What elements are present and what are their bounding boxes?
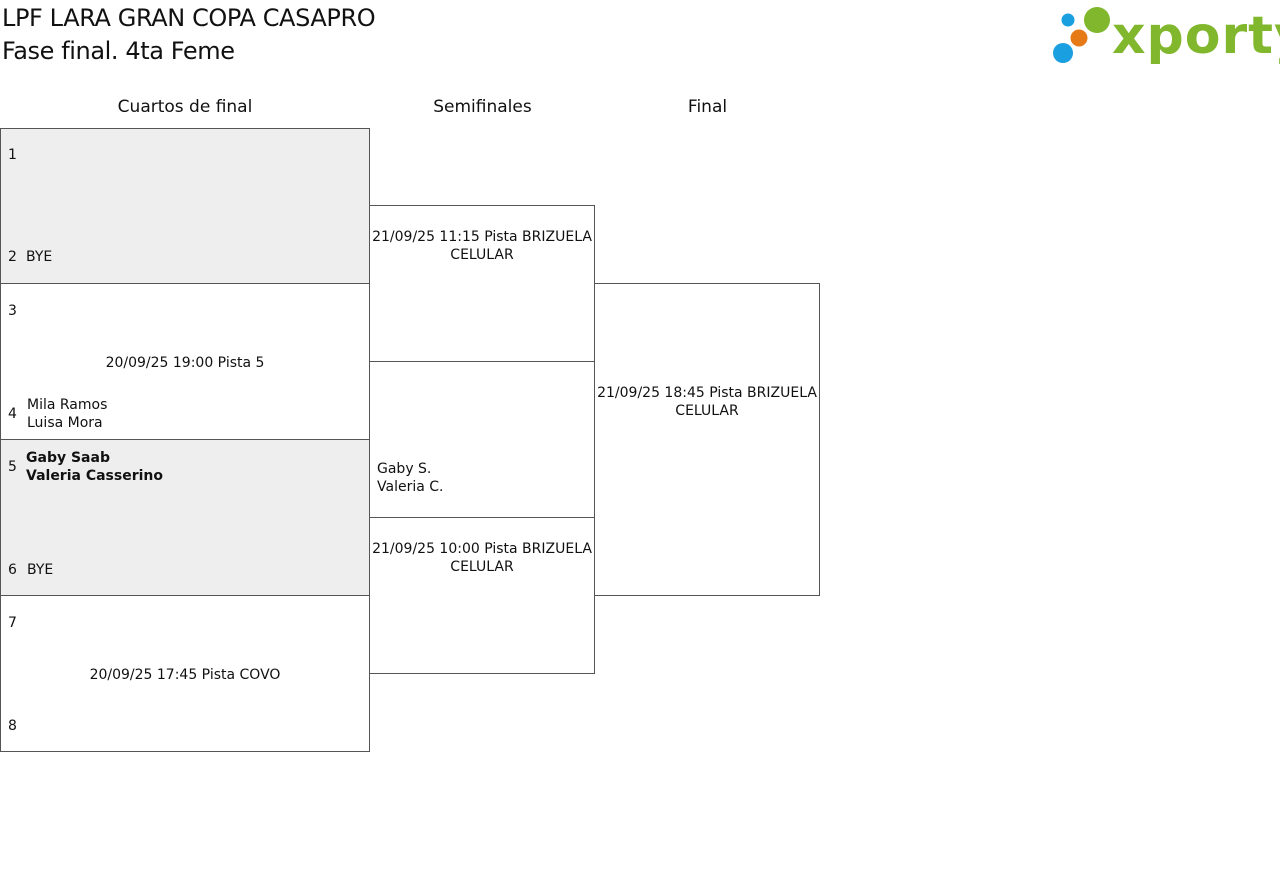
match-court: CELULAR: [675, 403, 739, 419]
round-header-quarterfinals: Cuartos de final: [117, 97, 253, 117]
xporty-logo[interactable]: xporty: [1050, 4, 1280, 68]
logo-dots-icon: [1053, 7, 1110, 63]
logo-dot-blue-small: [1061, 13, 1075, 27]
team-bye: BYE: [27, 562, 54, 578]
seed-number: 7: [8, 615, 17, 631]
seed-number: 2: [8, 249, 17, 265]
match-schedule: 20/09/25 17:45 Pista COVO: [89, 667, 281, 683]
final-match[interactable]: 21/09/25 18:45 Pista BRIZUELA CELULAR: [594, 283, 820, 596]
seed-number: 5: [8, 459, 17, 475]
page-subtitle: Fase final. 4ta Feme: [2, 37, 235, 65]
player-name: Mila Ramos: [27, 397, 108, 413]
match-schedule: 21/09/25 18:45 Pista BRIZUELA: [597, 385, 817, 401]
seed-number: 1: [8, 147, 17, 163]
semifinal-match-1[interactable]: 21/09/25 11:15 Pista BRIZUELA CELULAR: [369, 205, 595, 362]
advanced-player-name: Gaby S.: [377, 461, 432, 477]
match-court: CELULAR: [450, 247, 514, 263]
seed-number: 6: [8, 562, 17, 578]
quarterfinal-match-1[interactable]: 1 2 BYE: [0, 128, 370, 284]
page-title: LPF LARA GRAN COPA CASAPRO: [2, 4, 376, 32]
seed-number: 4: [8, 406, 17, 422]
player-name-winner: Valeria Casserino: [26, 468, 164, 484]
semifinal-match-2[interactable]: 21/09/25 10:00 Pista BRIZUELA CELULAR: [369, 517, 595, 674]
quarterfinal-match-3[interactable]: 5 Gaby Saab Valeria Casserino 6 BYE: [0, 439, 370, 596]
quarterfinal-match-2[interactable]: 3 20/09/25 19:00 Pista 5 4 Mila Ramos Lu…: [0, 283, 370, 440]
match-court: CELULAR: [450, 559, 514, 575]
quarterfinal-match-4[interactable]: 7 20/09/25 17:45 Pista COVO 8: [0, 595, 370, 752]
match-schedule: 21/09/25 10:00 Pista BRIZUELA: [372, 541, 592, 557]
match-schedule: 21/09/25 11:15 Pista BRIZUELA: [372, 229, 592, 245]
advanced-player-name: Valeria C.: [377, 479, 444, 495]
logo-wordmark: xporty: [1112, 6, 1280, 66]
match-schedule: 20/09/25 19:00 Pista 5: [105, 355, 265, 371]
logo-dot-blue-large: [1053, 43, 1073, 63]
round-header-semifinals: Semifinales: [433, 97, 532, 117]
logo-dot-orange: [1070, 29, 1088, 47]
player-name-winner: Gaby Saab: [26, 450, 110, 466]
round-header-final: Final: [687, 97, 728, 117]
player-name: Luisa Mora: [27, 415, 103, 431]
seed-number: 8: [8, 718, 17, 734]
team-bye: BYE: [26, 249, 53, 265]
logo-dot-green: [1084, 7, 1110, 33]
seed-number: 3: [8, 303, 17, 319]
